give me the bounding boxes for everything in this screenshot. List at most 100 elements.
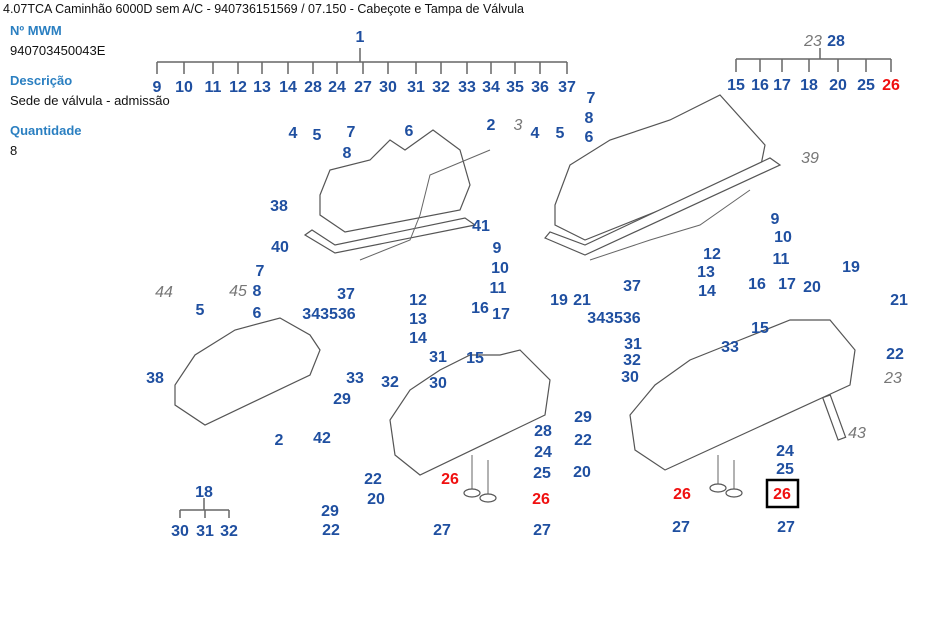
callout-343536[interactable]: 343536 [302, 306, 355, 323]
callout-9[interactable]: 9 [493, 240, 502, 257]
group1-item[interactable]: 30 [379, 79, 397, 96]
callout-42[interactable]: 42 [313, 430, 331, 447]
group1-item[interactable]: 12 [229, 79, 247, 96]
group23-item[interactable]: 26 [882, 77, 900, 94]
callout-39[interactable]: 39 [801, 150, 819, 167]
callout-8[interactable]: 8 [253, 283, 262, 300]
callout-26[interactable]: 26 [773, 486, 791, 503]
group1-item[interactable]: 31 [407, 79, 425, 96]
callout-5[interactable]: 5 [313, 127, 322, 144]
callout-22[interactable]: 22 [322, 522, 340, 539]
group18-head[interactable]: 18 [195, 484, 213, 501]
callout-2[interactable]: 2 [275, 432, 284, 449]
callout-28[interactable]: 28 [534, 423, 552, 440]
group1-item[interactable]: 36 [531, 79, 549, 96]
callout-31[interactable]: 31 [624, 336, 642, 353]
group1-item[interactable]: 10 [175, 79, 193, 96]
callout-5[interactable]: 5 [556, 125, 565, 142]
callout-37[interactable]: 37 [623, 278, 641, 295]
callout-3[interactable]: 3 [514, 117, 523, 134]
callout-17[interactable]: 17 [492, 306, 510, 323]
group23-item[interactable]: 18 [800, 77, 818, 94]
callout-20[interactable]: 20 [367, 491, 385, 508]
callout-33[interactable]: 33 [346, 370, 364, 387]
group23-item[interactable]: 17 [773, 77, 791, 94]
group1-item[interactable]: 33 [458, 79, 476, 96]
callout-10[interactable]: 10 [491, 260, 509, 277]
group18-item[interactable]: 32 [220, 523, 238, 540]
group23-item[interactable]: 25 [857, 77, 875, 94]
group1-item[interactable]: 27 [354, 79, 372, 96]
callout-30[interactable]: 30 [429, 375, 447, 392]
callout-44[interactable]: 44 [155, 284, 173, 301]
callout-21[interactable]: 21 [890, 292, 908, 309]
callout-25[interactable]: 25 [776, 461, 794, 478]
callout-2[interactable]: 2 [487, 117, 496, 134]
callout-27[interactable]: 27 [433, 522, 451, 539]
callout-38[interactable]: 38 [146, 370, 164, 387]
callout-16[interactable]: 16 [748, 276, 766, 293]
callout-43[interactable]: 43 [848, 425, 866, 442]
callout-19[interactable]: 19 [842, 259, 860, 276]
callout-6[interactable]: 6 [585, 129, 594, 146]
callout-6[interactable]: 6 [253, 305, 262, 322]
callout-11[interactable]: 11 [490, 280, 507, 297]
callout-7[interactable]: 7 [256, 263, 265, 280]
group18-item[interactable]: 31 [196, 523, 214, 540]
callout-8[interactable]: 8 [585, 110, 594, 127]
callout-8[interactable]: 8 [343, 145, 352, 162]
group1-item[interactable]: 14 [279, 79, 297, 96]
callout-29[interactable]: 29 [333, 391, 351, 408]
callout-6[interactable]: 6 [405, 123, 414, 140]
callout-31[interactable]: 31 [429, 349, 447, 366]
group1-item[interactable]: 11 [205, 79, 222, 96]
callout-24[interactable]: 24 [534, 444, 552, 461]
callout-20[interactable]: 20 [803, 279, 821, 296]
group18-item[interactable]: 30 [171, 523, 189, 540]
callout-7[interactable]: 7 [347, 124, 356, 141]
callout-32[interactable]: 32 [381, 374, 399, 391]
callout-11[interactable]: 11 [773, 251, 790, 268]
callout-15[interactable]: 15 [466, 350, 484, 367]
group1-item[interactable]: 37 [558, 79, 576, 96]
callout-4[interactable]: 4 [531, 125, 540, 142]
callout-22[interactable]: 22 [364, 471, 382, 488]
callout-27[interactable]: 27 [777, 519, 795, 536]
callout-30[interactable]: 30 [621, 369, 639, 386]
group1-head[interactable]: 1 [356, 29, 365, 46]
callout-19[interactable]: 19 [550, 292, 568, 309]
callout-24[interactable]: 24 [776, 443, 794, 460]
callout-23[interactable]: 23 [883, 370, 902, 387]
callout-10[interactable]: 10 [774, 229, 792, 246]
callout-9[interactable]: 9 [771, 211, 780, 228]
group1-item[interactable]: 24 [328, 79, 346, 96]
group23-head-ref[interactable]: 23 [803, 33, 822, 50]
callout-26[interactable]: 26 [441, 471, 459, 488]
callout-4[interactable]: 4 [289, 125, 298, 142]
callout-40[interactable]: 40 [271, 239, 289, 256]
callout-37[interactable]: 37 [337, 286, 355, 303]
group23-item[interactable]: 16 [751, 77, 769, 94]
callout-15[interactable]: 15 [751, 320, 769, 337]
callout-13[interactable]: 13 [697, 264, 715, 281]
group1-item[interactable]: 28 [304, 79, 322, 96]
callout-26[interactable]: 26 [532, 491, 550, 508]
callout-25[interactable]: 25 [533, 465, 551, 482]
callout-38[interactable]: 38 [270, 198, 288, 215]
group23-head[interactable]: 28 [827, 33, 845, 50]
group1-item[interactable]: 9 [153, 79, 162, 96]
group1-item[interactable]: 35 [506, 79, 524, 96]
callout-27[interactable]: 27 [533, 522, 551, 539]
callout-32[interactable]: 32 [623, 352, 641, 369]
callout-27[interactable]: 27 [672, 519, 690, 536]
callout-16[interactable]: 16 [471, 300, 489, 317]
group1-item[interactable]: 32 [432, 79, 450, 96]
callout-343536[interactable]: 343536 [587, 310, 640, 327]
callout-41[interactable]: 41 [472, 218, 490, 235]
callout-29[interactable]: 29 [574, 409, 592, 426]
callout-7[interactable]: 7 [587, 90, 596, 107]
callout-33[interactable]: 33 [721, 339, 739, 356]
callout-26[interactable]: 26 [673, 486, 691, 503]
callout-22[interactable]: 22 [574, 432, 592, 449]
callout-29[interactable]: 29 [321, 503, 339, 520]
